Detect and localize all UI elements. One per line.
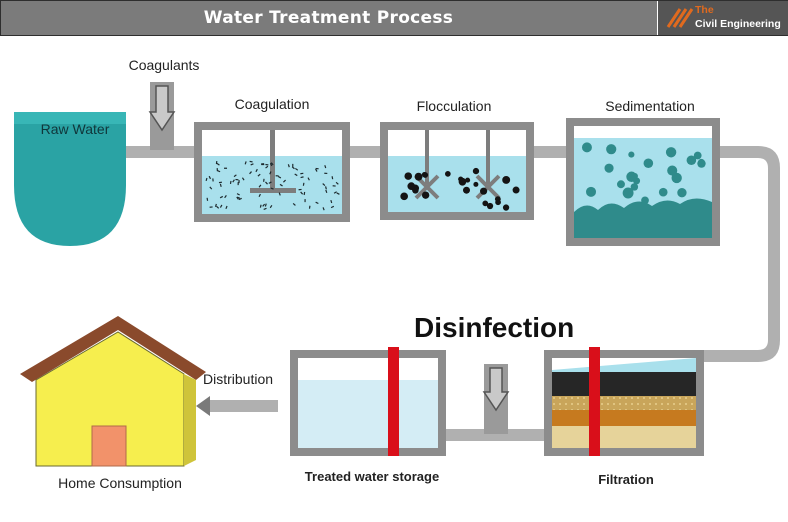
header-banner: Water Treatment Process The Civil Engine… bbox=[0, 0, 788, 36]
distribution-arrow-icon bbox=[196, 396, 210, 416]
label-home-consumption: Home Consumption bbox=[58, 475, 182, 491]
label-flocculation: Flocculation bbox=[416, 98, 492, 114]
logo-text-the: The bbox=[695, 4, 714, 16]
sedimentation-tank bbox=[566, 118, 720, 246]
coagulation-particles bbox=[205, 160, 340, 211]
label-treated-water-storage: Treated water storage bbox=[304, 469, 440, 484]
flocculation-particles bbox=[400, 167, 520, 211]
label-distribution: Distribution bbox=[203, 371, 274, 387]
filtration-tank bbox=[544, 350, 704, 456]
coagulation-tank bbox=[194, 122, 350, 222]
disinfection-inlet-arrow bbox=[482, 364, 510, 434]
label-sedimentation: Sedimentation bbox=[605, 98, 695, 114]
disinfection-bar-storage bbox=[388, 347, 399, 456]
diagram-title: Water Treatment Process bbox=[203, 8, 454, 28]
house-door bbox=[91, 425, 127, 467]
label-coagulation: Coagulation bbox=[234, 96, 310, 112]
disinfection-bar-filtration bbox=[589, 347, 600, 456]
brand-logo: The Civil Engineering bbox=[657, 1, 788, 35]
home-house-icon bbox=[20, 316, 206, 467]
pipe-network bbox=[118, 146, 780, 441]
label-coagulants: Coagulants bbox=[128, 57, 200, 73]
label-filtration: Filtration bbox=[598, 472, 654, 487]
sediment-particles bbox=[581, 142, 706, 205]
label-disinfection: Disinfection bbox=[414, 312, 575, 343]
coagulants-inlet-arrow bbox=[148, 82, 176, 150]
treated-water-storage-tank bbox=[290, 350, 446, 456]
flocculation-tank bbox=[380, 122, 534, 220]
logo-icon bbox=[666, 8, 694, 28]
raw-water-surface bbox=[14, 112, 126, 124]
raw-water-reservoir bbox=[14, 112, 126, 246]
logo-text-name: Civil Engineering bbox=[695, 18, 781, 30]
label-raw-water: Raw Water bbox=[40, 121, 110, 137]
